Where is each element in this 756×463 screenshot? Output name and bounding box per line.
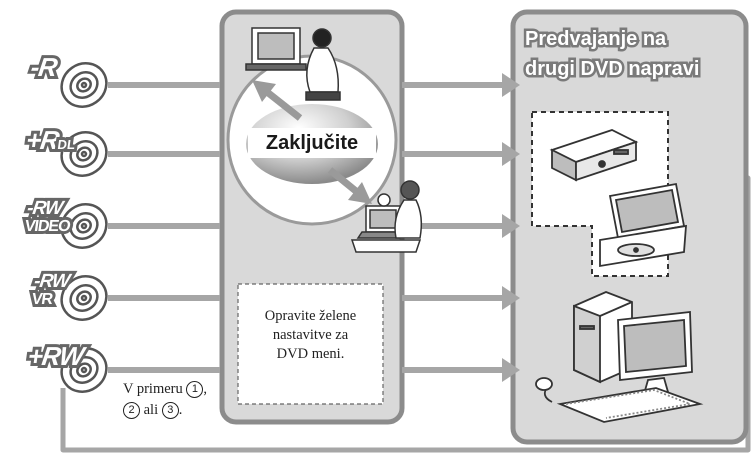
disc-subtype: DL [54, 134, 79, 155]
disc-type: -RW [23, 195, 67, 222]
right-panel-title-line2: drugi DVD napravi [523, 56, 702, 83]
dvd-recorder-icon [549, 129, 639, 182]
menu-settings-box [237, 283, 384, 405]
disc-type: -RW [30, 268, 74, 295]
disc-label-minus-r: -R [26, 49, 62, 85]
computer-icon [535, 291, 704, 423]
disc-type: +R [21, 122, 63, 158]
arrow-5 [402, 358, 520, 382]
example-end: . [178, 402, 183, 418]
arrow-4 [402, 286, 520, 310]
disc-icons [60, 62, 108, 393]
step-number-2: 2 [123, 402, 140, 419]
output-arrows [402, 73, 520, 382]
disc-label-plus-rw: +RW [23, 338, 88, 374]
disc-icon-1 [60, 62, 108, 108]
arrow-3 [402, 214, 520, 238]
finalize-label: Zaključite [265, 132, 359, 154]
disc-label-minus-rw-vr: -RW VR [28, 268, 74, 311]
note-line-3: DVD meni. [276, 346, 345, 362]
example-line-1: V primeru 1, [123, 379, 207, 400]
connector-bars [108, 82, 220, 373]
note-line-1: Opravite želene [264, 308, 357, 324]
step-number-1: 1 [186, 381, 204, 398]
arrow-2 [402, 142, 520, 166]
example-prefix: V primeru [123, 381, 183, 397]
menu-settings-text: Opravite želene nastavitve za DVD meni. [242, 307, 379, 364]
disc-label-minus-rw-video: -RW VIDEO [21, 195, 74, 238]
example-separator: , [203, 381, 207, 397]
disc-icon-5 [60, 347, 108, 393]
right-panel-title-line1: Predvajanje na [523, 26, 669, 53]
disc-icon-2 [60, 131, 108, 177]
disc-type: +RW [23, 338, 88, 374]
disc-type: -R [26, 49, 62, 85]
example-or: ali [143, 402, 159, 418]
disc-subtype: VIDEO [21, 215, 74, 238]
arrow-1 [402, 73, 520, 97]
portable-dvd-player-icon [599, 182, 687, 268]
example-note: V primeru 1, 2 ali 3. [123, 379, 207, 421]
disc-icon-4 [60, 275, 108, 321]
disc-icon-3 [60, 203, 108, 249]
right-panel-title: Predvajanje na drugi DVD napravi [523, 24, 745, 84]
finalize-cycle [226, 54, 398, 226]
step-number-3: 3 [161, 402, 179, 419]
disc-subtype: VR [28, 288, 57, 311]
example-line-2: 2 ali 3. [123, 400, 207, 421]
disc-label-plus-r-dl: +RDL [21, 122, 79, 158]
laptop-viewer-illustration [350, 180, 423, 253]
note-line-2: nastavitve za [272, 327, 349, 343]
tv-viewer-illustration [245, 27, 341, 101]
